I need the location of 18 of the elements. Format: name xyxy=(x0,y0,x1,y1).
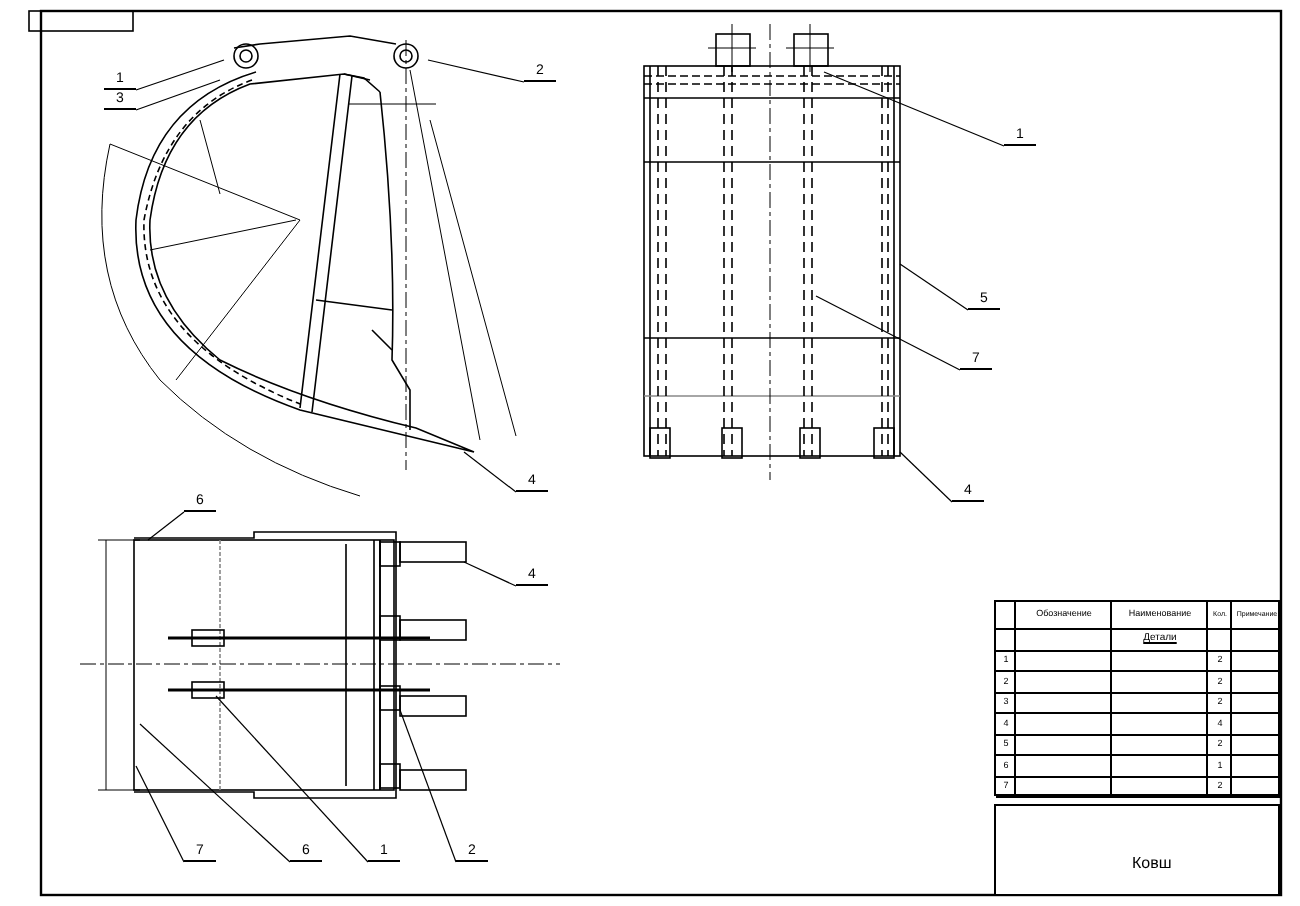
leader-line xyxy=(135,765,185,863)
leader-line xyxy=(139,723,291,863)
leader-line xyxy=(823,71,1005,147)
leader-line xyxy=(463,561,517,587)
leader-line xyxy=(463,451,517,493)
leader-line xyxy=(899,263,969,311)
leader-line xyxy=(135,59,225,91)
leader-line xyxy=(135,79,221,111)
leader-line xyxy=(815,295,961,371)
leader-line xyxy=(215,695,369,863)
front-view-drawing xyxy=(643,23,901,481)
leader-line xyxy=(427,59,525,83)
leader-line xyxy=(147,511,185,541)
side-view-drawing xyxy=(101,35,517,497)
leader-line xyxy=(899,451,953,503)
leader-line xyxy=(399,709,457,863)
drawing-title: Ковш xyxy=(1132,854,1172,872)
plan-view-drawing xyxy=(79,531,561,799)
